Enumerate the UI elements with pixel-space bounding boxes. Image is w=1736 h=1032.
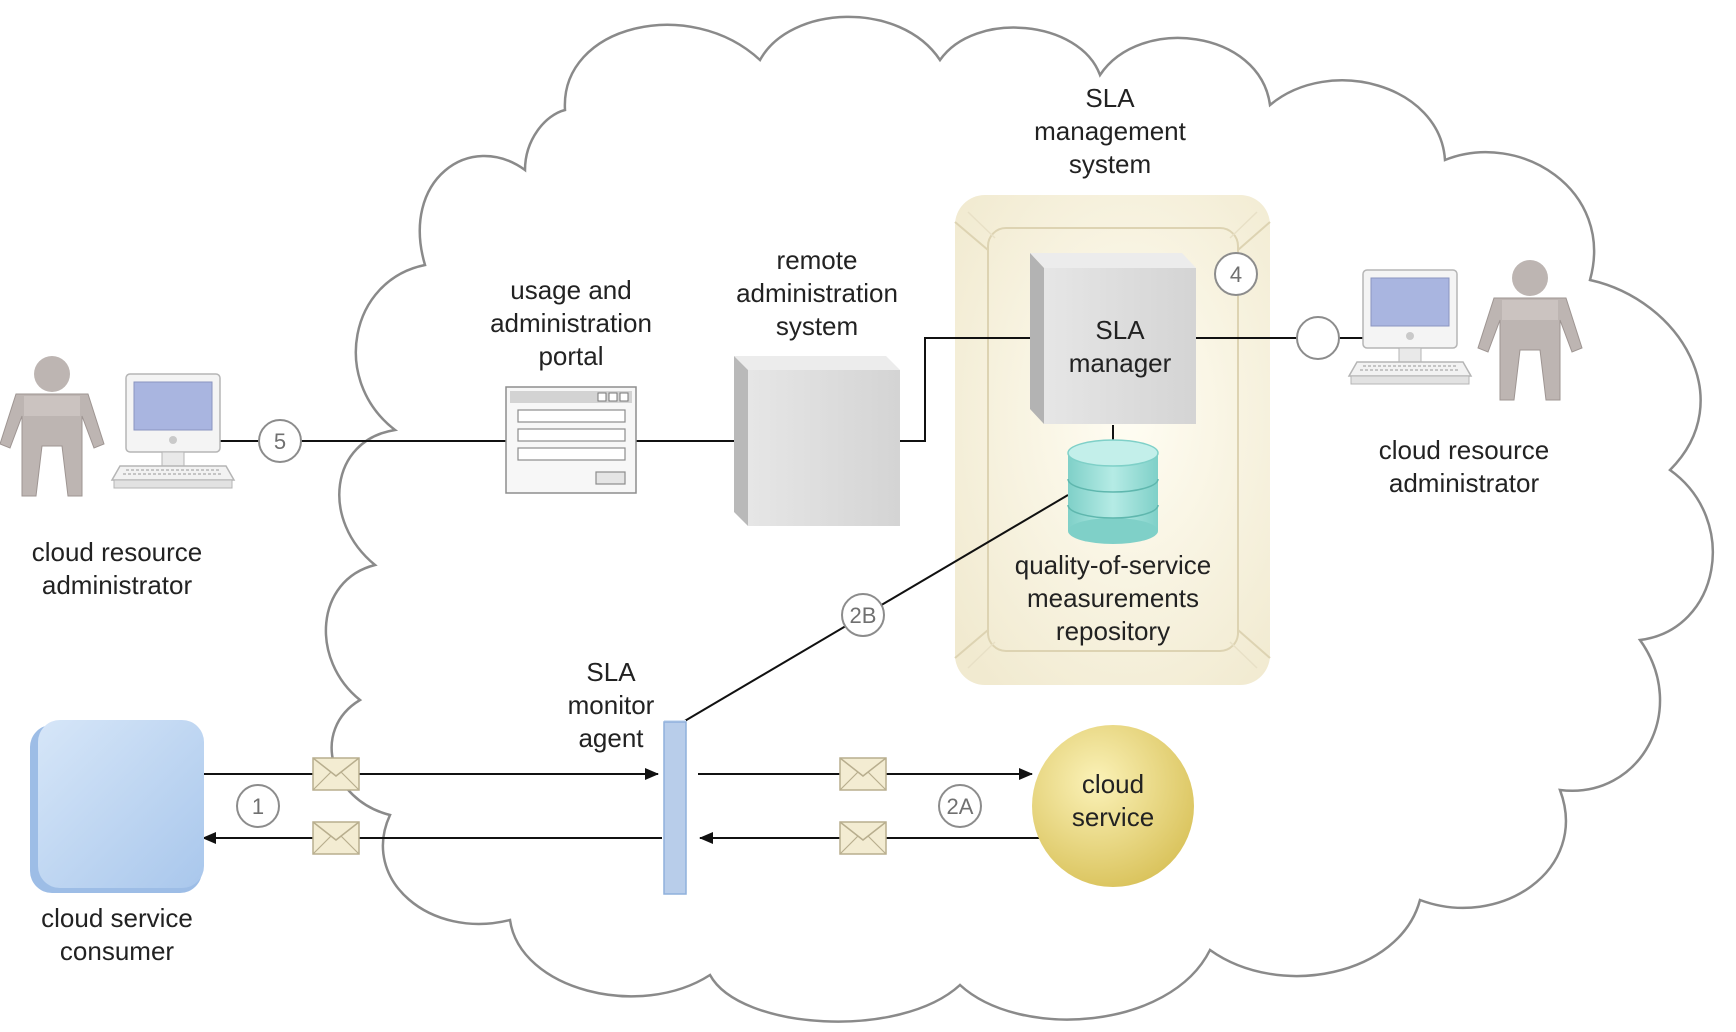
cloud-service-consumer-box <box>30 720 204 893</box>
sla-manager-label: SLA manager <box>1068 315 1172 378</box>
qos-repository-label: quality-of-service measurements reposito… <box>1014 550 1212 646</box>
sla-monitor-agent-label: SLA monitor agent <box>567 657 655 753</box>
remote-administration-system-label: remote administration system <box>736 245 898 341</box>
usage-administration-portal-icon <box>505 386 637 494</box>
step-marker-2a: 2A <box>938 784 982 828</box>
step-marker-5 <box>1296 316 1340 360</box>
cloud-resource-administrator-right-label: cloud resource administrator <box>1378 435 1550 498</box>
workstation-icon <box>1348 269 1472 385</box>
cloud-service-consumer-label: cloud service consumer <box>41 903 193 966</box>
sla-monitor-agent-bar <box>663 720 687 895</box>
cloud-resource-administrator-left-label: cloud resource administrator <box>31 537 203 600</box>
message-envelope-icon <box>839 757 887 791</box>
remote-administration-system-server <box>734 356 900 526</box>
usage-administration-portal-label: usage and administration portal <box>490 275 652 371</box>
svg-text:1: 1 <box>252 794 264 819</box>
step-marker-4: 5 <box>258 419 302 463</box>
cloud-service-circle <box>1032 725 1194 887</box>
svg-text:4: 4 <box>1230 262 1242 287</box>
sla-management-system-label: SLA management system <box>1034 83 1186 179</box>
svg-text:2B: 2B <box>850 603 877 628</box>
workstation-icon <box>111 373 235 489</box>
message-envelope-icon <box>312 757 360 791</box>
cloud-service-label: cloud service <box>1071 769 1155 832</box>
message-envelope-icon <box>839 821 887 855</box>
step-marker-1: 1 <box>236 784 280 828</box>
step-marker-3: 4 <box>1214 252 1258 296</box>
person-icon <box>0 355 105 497</box>
svg-text:5: 5 <box>274 429 286 454</box>
step-marker-2b: 2B <box>841 593 885 637</box>
message-envelope-icon <box>312 821 360 855</box>
qos-repository-database-icon <box>1067 439 1159 544</box>
svg-text:2A: 2A <box>947 794 974 819</box>
sla-manager-server <box>1030 253 1196 424</box>
